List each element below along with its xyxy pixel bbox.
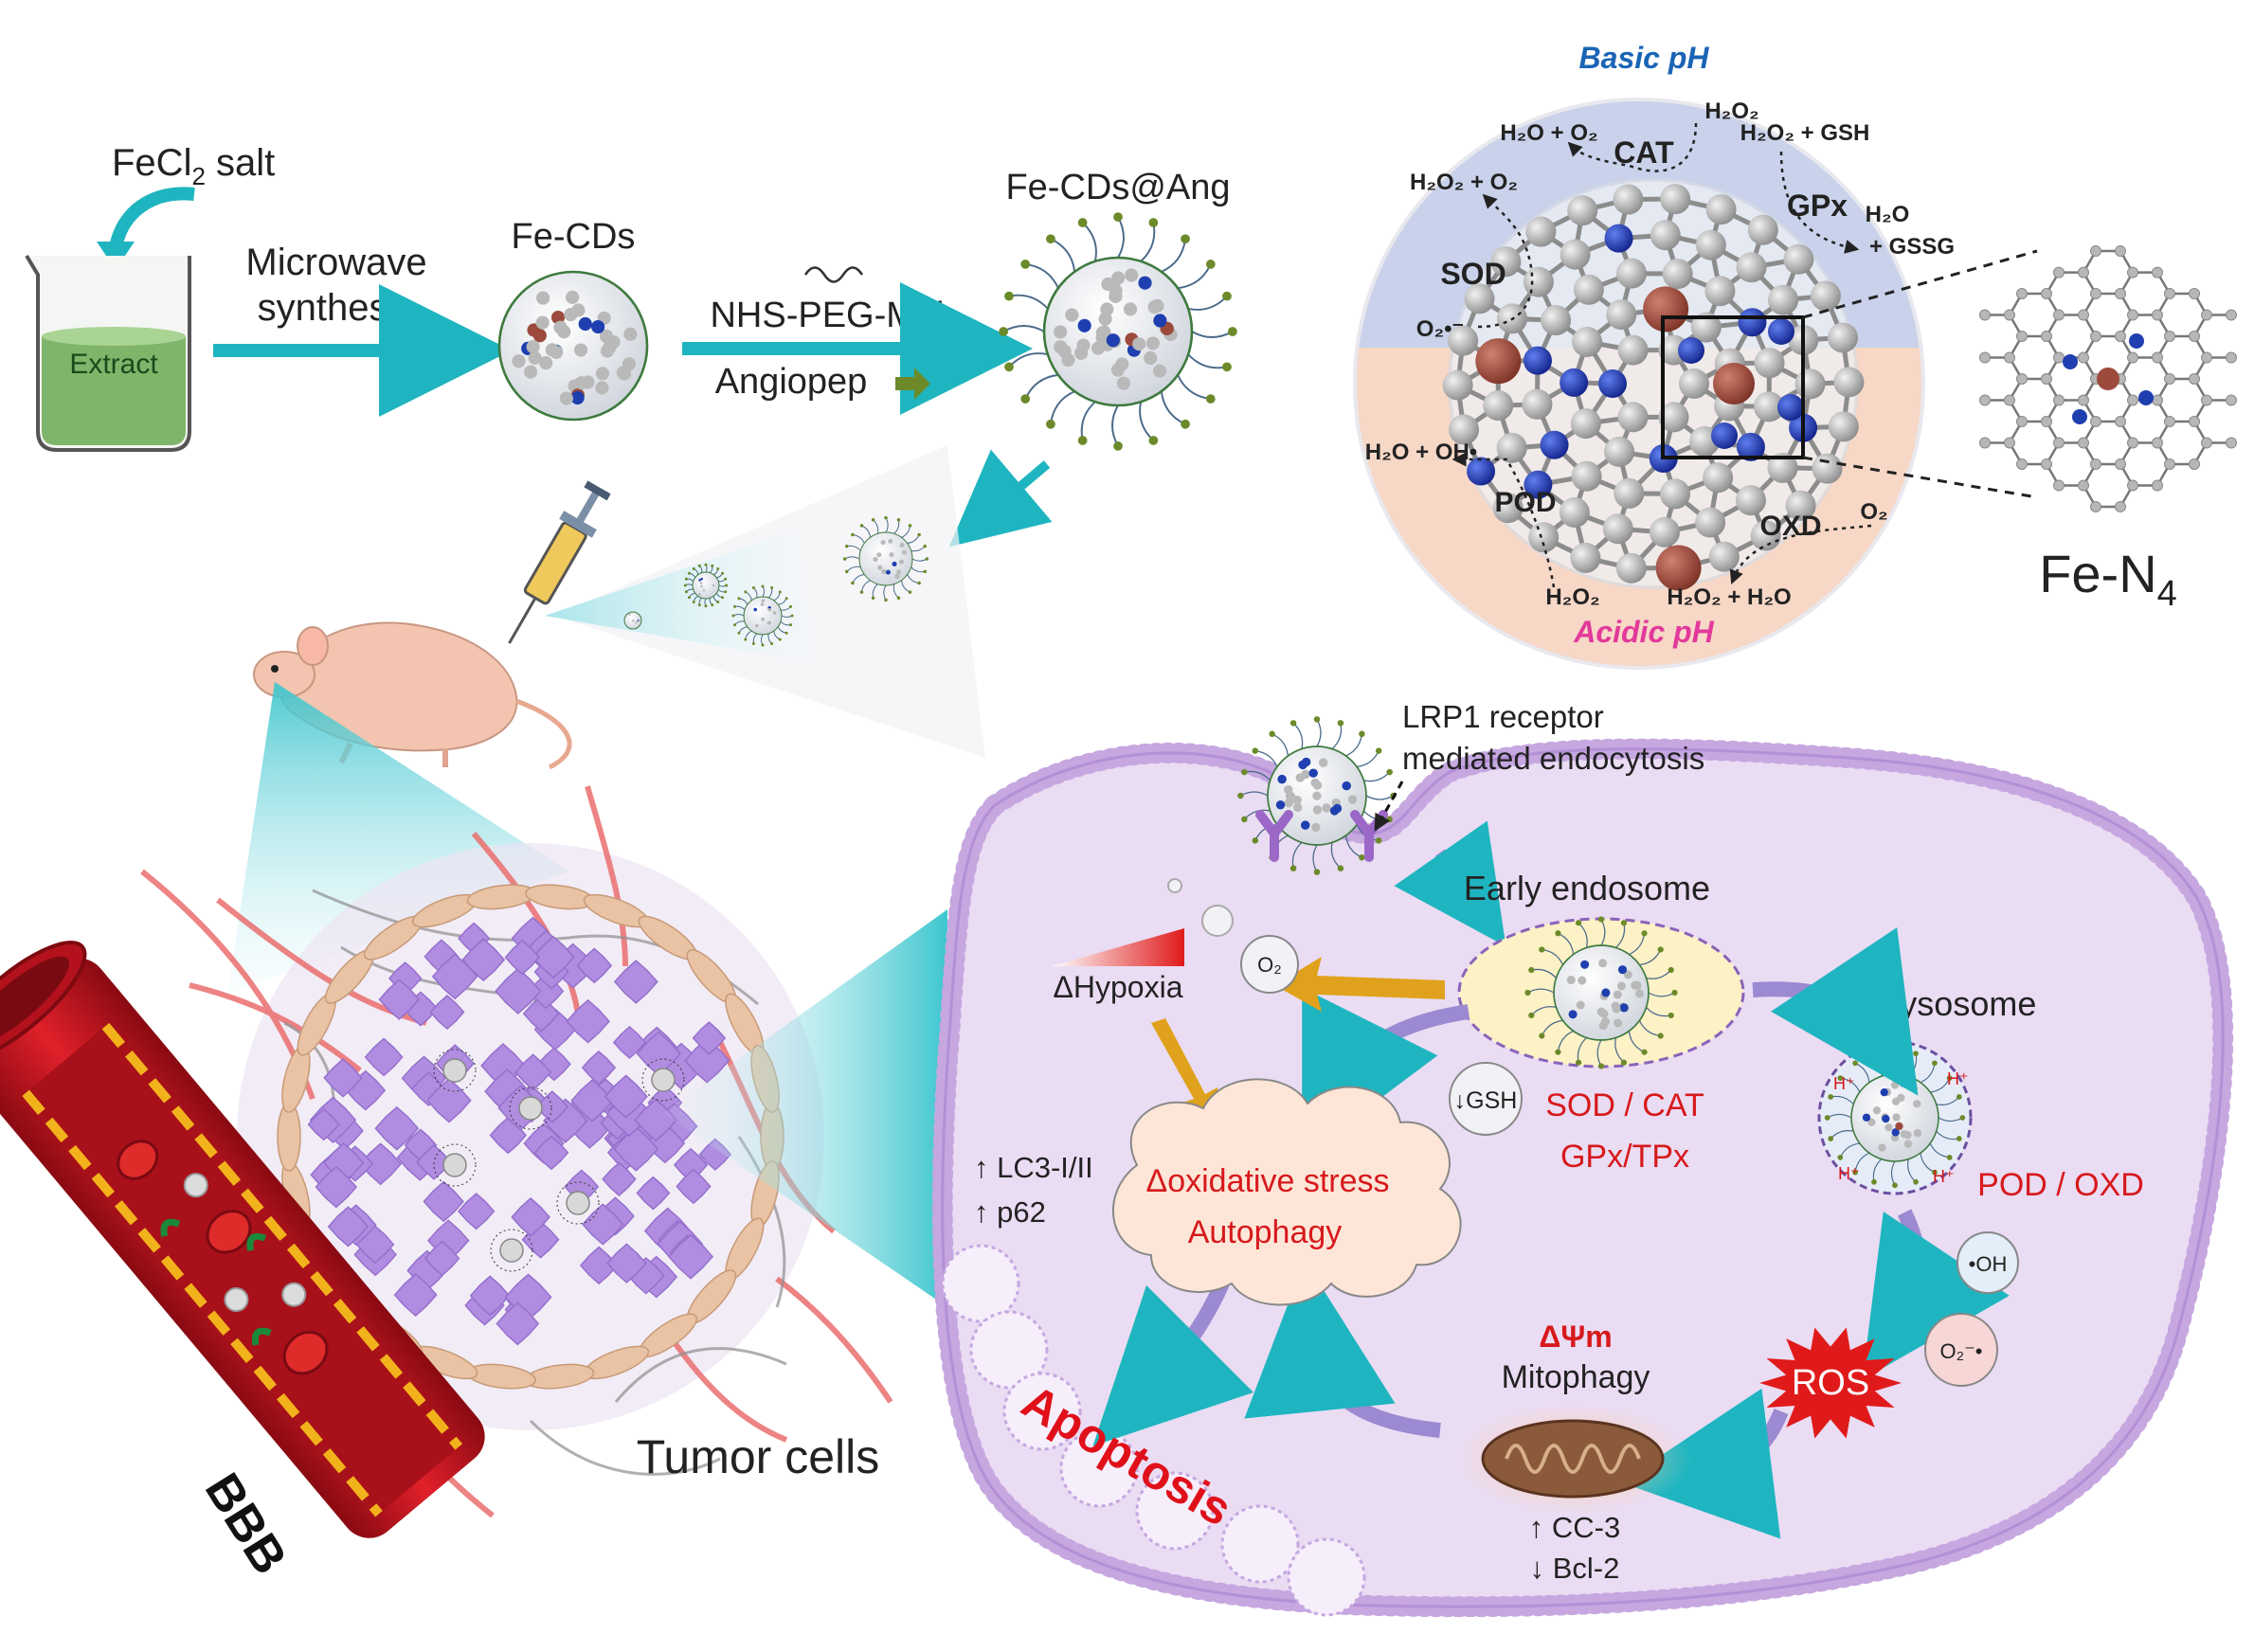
- salt-label: FeCl2 salt: [112, 142, 275, 190]
- gpx-tpx-label: GPx/TPx: [1560, 1139, 1689, 1175]
- o2-bubble-icon: [1240, 935, 1299, 994]
- angiopep-label: Angiopep: [715, 362, 868, 402]
- p62-label: ↑ p62: [974, 1195, 1046, 1229]
- bbb-label: BBB: [194, 1464, 298, 1584]
- tumor-cell-cluster: [307, 916, 732, 1346]
- autophagy-cloud: Δoxidative stress Autophagy: [1112, 1078, 1462, 1306]
- fen4-zoom-box: [1661, 315, 1805, 459]
- lrp1-label-line2: mediated endocytosis: [1402, 741, 1704, 776]
- gsh-label: ↓GSH: [1454, 1087, 1518, 1114]
- microwave-label-line2: synthesis: [258, 287, 416, 329]
- fen4-label: Fe-N4: [2039, 544, 2177, 614]
- reagent-label: NHS-PEG-Mal: [710, 296, 944, 335]
- peg-chain-icon: [803, 266, 864, 283]
- microwave-label-line1: Microwave: [245, 242, 426, 283]
- species-h2o2-o2: H₂O₂ + O₂: [1410, 170, 1518, 195]
- hydroxyl-radical-label: •OH: [1969, 1252, 2008, 1276]
- hypoxia-gradient-icon: [1052, 928, 1184, 966]
- mitophagy-label: Mitophagy: [1502, 1359, 1650, 1395]
- lysosome-label: Lysosome: [1883, 984, 2037, 1023]
- oxd-label: OXD: [1759, 511, 1821, 542]
- early-endosome-label: Early endosome: [1464, 869, 1710, 907]
- mitochondrion-icon: [1481, 1419, 1665, 1499]
- lrp1-receptor-icon: [1255, 810, 1388, 862]
- syringe-icon: [508, 480, 611, 644]
- superoxide-label: O₂⁻•: [1940, 1339, 1983, 1363]
- pathway-arrows: [1092, 927, 2010, 1539]
- lc3-label: ↑ LC3-I/II: [974, 1151, 1093, 1184]
- gsh-bubble-icon: [1449, 1062, 1523, 1136]
- bcl2-label: ↓ Bcl-2: [1530, 1552, 1620, 1585]
- free-particle-icon: [623, 611, 642, 630]
- enzyme-sphere-panel: Basic pH Acidic pH CAT GPx SOD POD OXD H…: [1353, 41, 2237, 670]
- membrane-vesicles: [941, 1244, 1366, 1617]
- ros-burst-icon: ROS: [1759, 1327, 1902, 1439]
- basic-ph-label: Basic pH: [1579, 41, 1710, 75]
- species-h2o2-pod: H₂O₂: [1545, 584, 1599, 610]
- lrp1-particle-icon: [1237, 716, 1397, 875]
- mouse-icon: [253, 621, 572, 770]
- injection-panel: [227, 445, 985, 995]
- free-particle-icon: [731, 584, 794, 647]
- reaction-arrows: [1452, 122, 1872, 588]
- pod-label: POD: [1494, 487, 1556, 518]
- beaker-icon: Extract: [25, 254, 191, 452]
- fecds-ang-particle-icon: [999, 212, 1237, 451]
- brain-beam: [227, 682, 568, 995]
- species-h2o2-h2o: H₂O₂ + H₂O: [1667, 584, 1791, 610]
- delta-psi-label: ΔΨm: [1539, 1320, 1612, 1354]
- tumor-cells-label: Tumor cells: [637, 1430, 880, 1483]
- autophagy-label: Autophagy: [1188, 1214, 1343, 1250]
- sod-cat-label: SOD / CAT: [1545, 1087, 1704, 1123]
- cc3-label: ↑ CC-3: [1529, 1511, 1620, 1544]
- carbon-dot-cage-icon: [1442, 178, 1865, 591]
- gpx-label: GPx: [1787, 189, 1848, 223]
- species-h2o2-cat: H₂O₂: [1704, 99, 1758, 124]
- oxidative-stress-label: Δoxidative stress: [1145, 1163, 1389, 1199]
- superoxide-icon: [1924, 1313, 1998, 1387]
- species-h2o-gpx: H₂O: [1866, 202, 1910, 227]
- species-o2-radical: O₂•⁻: [1416, 316, 1464, 342]
- fecds-label: Fe-CDs: [512, 217, 636, 257]
- species-gssg: + GSSG: [1869, 234, 1955, 260]
- blood-vessel-icon: [0, 940, 485, 1538]
- hypoxia-arrows: [1151, 957, 1445, 1132]
- species-h2o-oh: H₂O + OH•: [1365, 440, 1477, 465]
- ros-label: ROS: [1792, 1363, 1869, 1403]
- species-o2-oxd: O₂: [1860, 499, 1887, 525]
- beaker-label: Extract: [69, 349, 158, 380]
- o2-bubble-label: O₂: [1257, 953, 1282, 977]
- fen4-structure-icon: [1979, 245, 2237, 512]
- free-particle-icon: [842, 515, 929, 602]
- fecds-particle-icon: [497, 270, 649, 422]
- hydroxyl-radical-icon: [1956, 1231, 2019, 1294]
- pod-oxd-label: POD / OXD: [1977, 1167, 2144, 1203]
- proton-label: H⁺: [1838, 1164, 1860, 1183]
- species-h2o2-gsh: H₂O₂ + GSH: [1740, 120, 1870, 146]
- injection-beam: [545, 530, 815, 663]
- free-particle-icon: [683, 563, 729, 608]
- pour-arrow-icon: [109, 187, 195, 250]
- lrp1-label-line1: LRP1 receptor: [1402, 699, 1604, 734]
- hypoxia-label: ΔHypoxia: [1054, 970, 1183, 1004]
- proton-label: H⁺: [1947, 1069, 1969, 1088]
- endosome-particle-icon: [1524, 916, 1678, 1069]
- tumor-panel: BBB Tumor cells: [0, 785, 947, 1584]
- angiopep-icon: [895, 368, 930, 400]
- product-label: Fe-CDs@Ang: [1005, 168, 1230, 207]
- synthesis-panel: FeCl2 salt Extract Microwave synthesis F…: [25, 142, 1237, 548]
- cell-zoom-beam: [663, 909, 947, 1307]
- cell-panel: LRP1 receptor mediated endocytosis Early…: [931, 699, 2234, 1618]
- proton-label: H⁺: [1833, 1074, 1855, 1093]
- acidic-ph-label: Acidic pH: [1573, 615, 1714, 649]
- proton-label: H⁺: [1933, 1167, 1955, 1186]
- sod-label: SOD: [1440, 257, 1506, 291]
- injection-arrow: [948, 449, 1053, 548]
- species-h2o-o2: H₂O + O₂: [1500, 120, 1597, 146]
